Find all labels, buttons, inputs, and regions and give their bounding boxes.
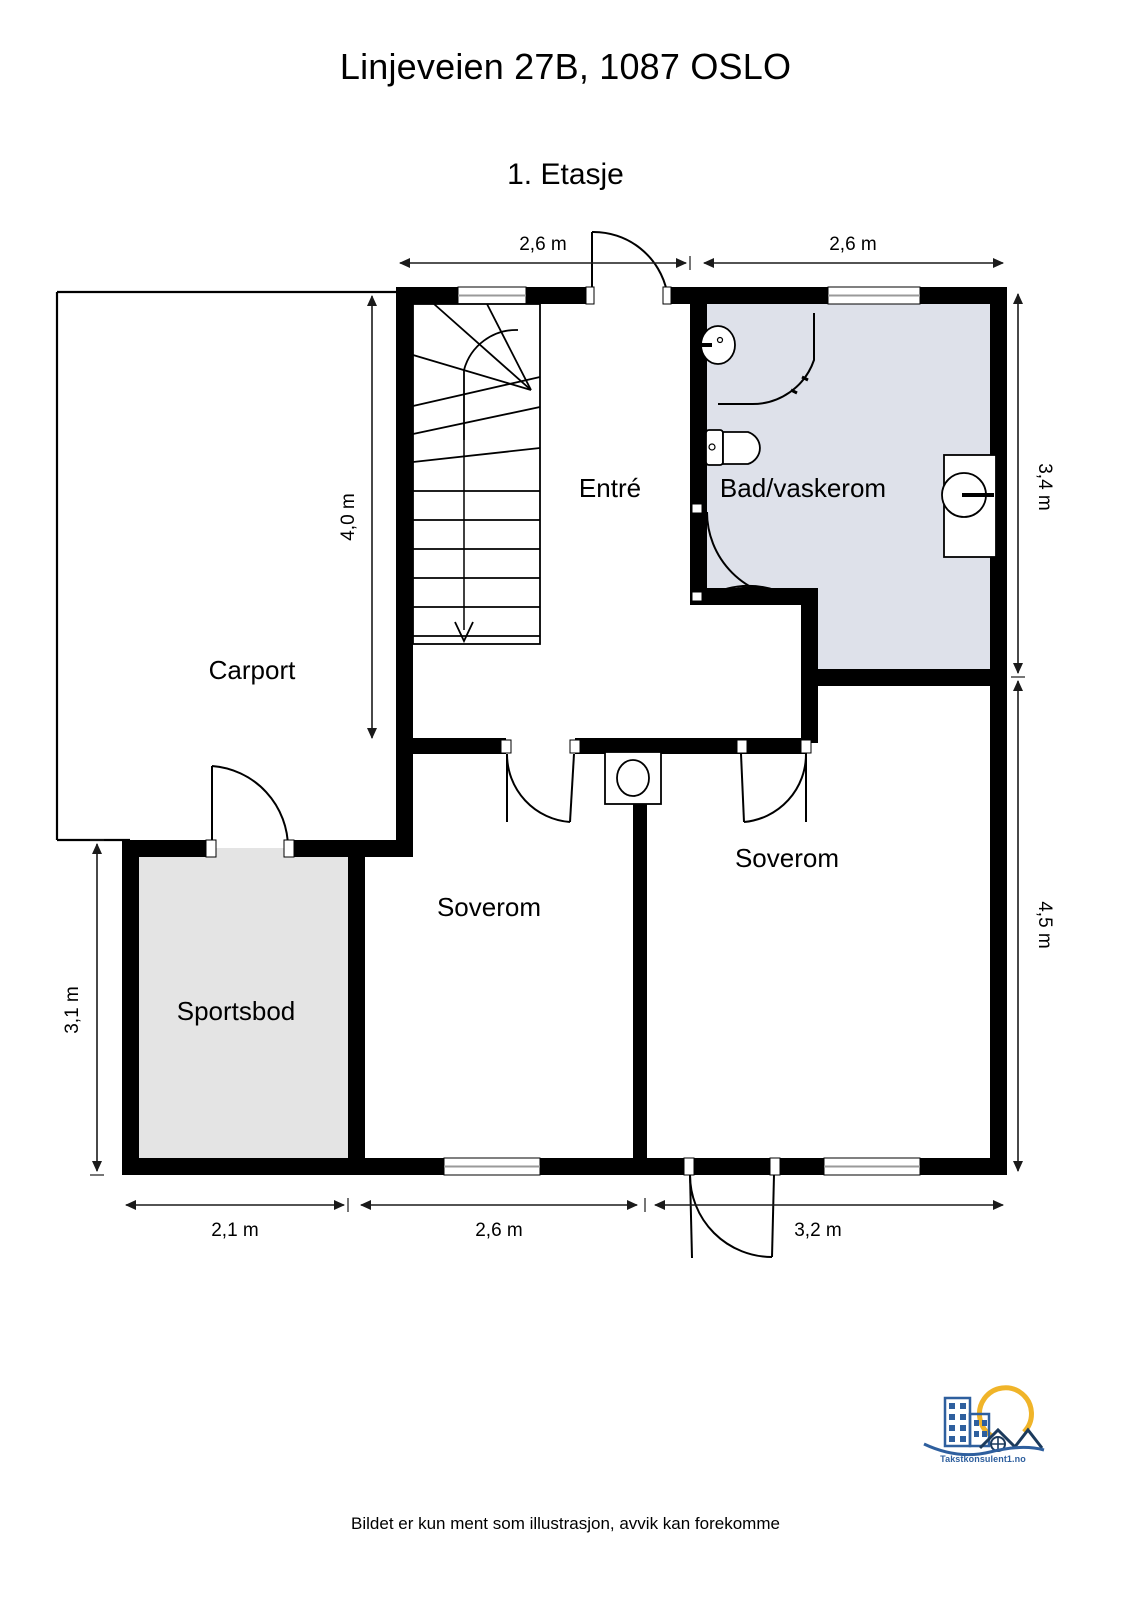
dim-label-top-right: 2,6 m: [829, 234, 877, 255]
bathroom-fixtures: [700, 325, 997, 558]
window-top-left: [457, 286, 527, 305]
room-fills: [57, 292, 1007, 1175]
wall-right: [990, 287, 1007, 1175]
dimension-labels: 2,6 m 2,6 m 2,1 m 2,6 m 3,2 m 3,4 m 4,5 …: [62, 234, 1055, 1241]
room-label-soverom-1: Soverom: [437, 892, 541, 922]
mountain-icon: [1012, 1427, 1044, 1449]
window-bottom-right: [823, 1157, 921, 1176]
dim-label-bottom-left: 2,1 m: [211, 1220, 259, 1241]
door-bottom-exterior: [683, 1157, 781, 1259]
bad-vaskerom-fill: [700, 300, 999, 677]
wall-bath-bottom: [801, 669, 1007, 686]
brand-name: Takstkonsulent1.no: [940, 1454, 1026, 1464]
building-icon: [943, 1396, 991, 1448]
windows: [443, 286, 921, 1176]
swoosh-icon: [923, 1442, 1045, 1457]
logo-graphic: [923, 1385, 1045, 1457]
sportsbod-fill: [130, 848, 348, 1167]
wall-sportsbod-right: [348, 840, 365, 1175]
dim-label-left: 3,1 m: [62, 986, 83, 1034]
dim-label-carport-depth: 4,0 m: [338, 493, 359, 541]
wall-bedroom-divider: [633, 800, 647, 1175]
sun-arc-icon: [977, 1385, 1034, 1439]
shower-curve-icon: [718, 313, 815, 406]
doors: [205, 230, 815, 1259]
wall-bath-right-step: [801, 588, 818, 743]
staircase-icon: [412, 303, 541, 645]
wall-bottom: [122, 1158, 1007, 1175]
wall-mid-right: [575, 738, 807, 754]
dim-label-top-left: 2,6 m: [519, 234, 567, 255]
dim-label-right-top: 3,4 m: [1034, 463, 1055, 511]
door-bathroom: [691, 503, 794, 602]
wall-sportsbod-top-left: [122, 840, 212, 857]
wall-bath-left: [690, 287, 707, 605]
sink-icon: [700, 325, 736, 365]
dimension-lines: [90, 256, 1025, 1212]
room-labels: Carport Entré Bad/vaskerom Sportsbod Sov…: [177, 473, 886, 1026]
washing-machine-icon: [941, 454, 997, 558]
door-bedroom-right: [736, 739, 812, 823]
dim-label-bottom-middle: 2,6 m: [475, 1220, 523, 1241]
carport-fill: [57, 292, 396, 840]
wall-sportsbod-top-join: [348, 840, 413, 857]
door-bedroom-left: [500, 739, 581, 823]
brand-logo: Takstkonsulent1.no: [918, 1382, 1048, 1474]
dim-label-right-bottom: 4,5 m: [1034, 901, 1055, 949]
wall-house-left-upper: [396, 287, 413, 857]
floor-label: 1. Etasje: [507, 158, 624, 191]
room-label-entre: Entré: [579, 473, 641, 503]
room-label-carport: Carport: [209, 655, 296, 685]
window-top-right: [827, 286, 921, 305]
disclaimer-text: Bildet er kun ment som illustrasjon, avv…: [351, 1514, 780, 1533]
chimney-icon: [604, 751, 662, 805]
wall-mid-left: [396, 738, 506, 754]
window-bottom-left: [443, 1157, 541, 1176]
room-label-soverom-2: Soverom: [735, 843, 839, 873]
toilet-icon: [705, 429, 761, 466]
door-sportsbod: [205, 765, 295, 858]
room-label-sportsbod: Sportsbod: [177, 996, 296, 1026]
walls: [122, 287, 1007, 1175]
dim-label-bottom-right: 3,2 m: [794, 1220, 842, 1241]
room-label-bad-vaskerom: Bad/vaskerom: [720, 473, 886, 503]
page-title: Linjeveien 27B, 1087 OSLO: [339, 46, 792, 87]
wall-left-lower: [122, 840, 139, 1175]
